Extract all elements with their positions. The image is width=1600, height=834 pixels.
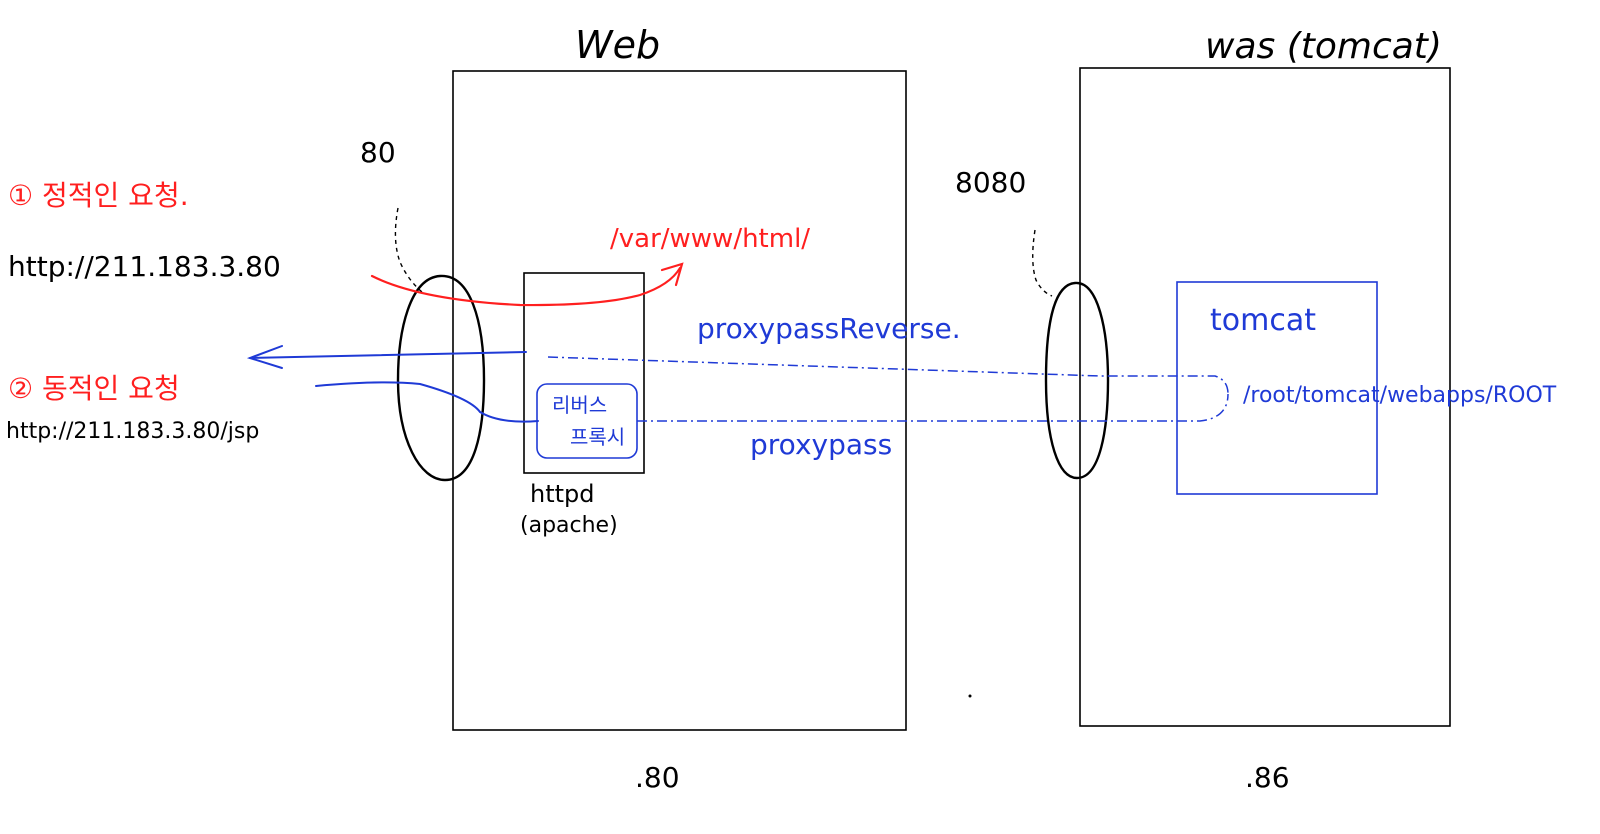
was-title: was (tomcat) <box>1205 26 1442 67</box>
was-gateway-ellipse <box>1044 281 1110 480</box>
httpd-label: httpd <box>530 480 595 508</box>
static-arrow-head <box>660 262 684 287</box>
dynamic-url: http://211.183.3.80/jsp <box>6 419 259 444</box>
was-server-box <box>1079 67 1451 727</box>
web-ip-suffix: .80 <box>635 761 680 794</box>
static-request-arrow <box>370 266 682 307</box>
port-8080-leader <box>1032 229 1053 297</box>
was-ip-suffix: .86 <box>1245 761 1290 794</box>
reverse-proxy-line2: 프록시 <box>570 425 625 449</box>
proxy-reverse-label: proxypassReverse. <box>697 312 961 345</box>
web-gateway-ellipse <box>396 274 486 482</box>
static-url: http://211.183.3.80 <box>8 250 281 283</box>
stray-dot <box>968 694 972 698</box>
dynamic-request-label: ② 동적인 요청 <box>8 372 180 405</box>
proxy-pass-dashed <box>637 393 1229 422</box>
response-arrow-head <box>246 345 283 369</box>
port-80-leader <box>394 207 423 293</box>
root-path-label: /root/tomcat/webapps/ROOT <box>1243 383 1557 408</box>
reverse-proxy-line1: 리버스 <box>552 393 607 417</box>
dynamic-request-line <box>315 381 539 423</box>
response-arrow <box>249 351 527 359</box>
port-8080-label: 8080 <box>955 166 1026 199</box>
static-path: /var/www/html/ <box>610 224 810 254</box>
web-server-box <box>452 70 907 731</box>
web-title: Web <box>575 23 660 67</box>
apache-label: (apache) <box>520 513 618 538</box>
tomcat-box <box>1176 281 1378 495</box>
httpd-box <box>523 272 645 474</box>
static-request-label: ① 정적인 요청. <box>8 179 189 212</box>
port-80-label: 80 <box>360 136 396 169</box>
proxy-reverse-dashed <box>547 356 1229 395</box>
tomcat-label: tomcat <box>1210 303 1316 338</box>
proxy-pass-label: proxypass <box>750 428 892 461</box>
